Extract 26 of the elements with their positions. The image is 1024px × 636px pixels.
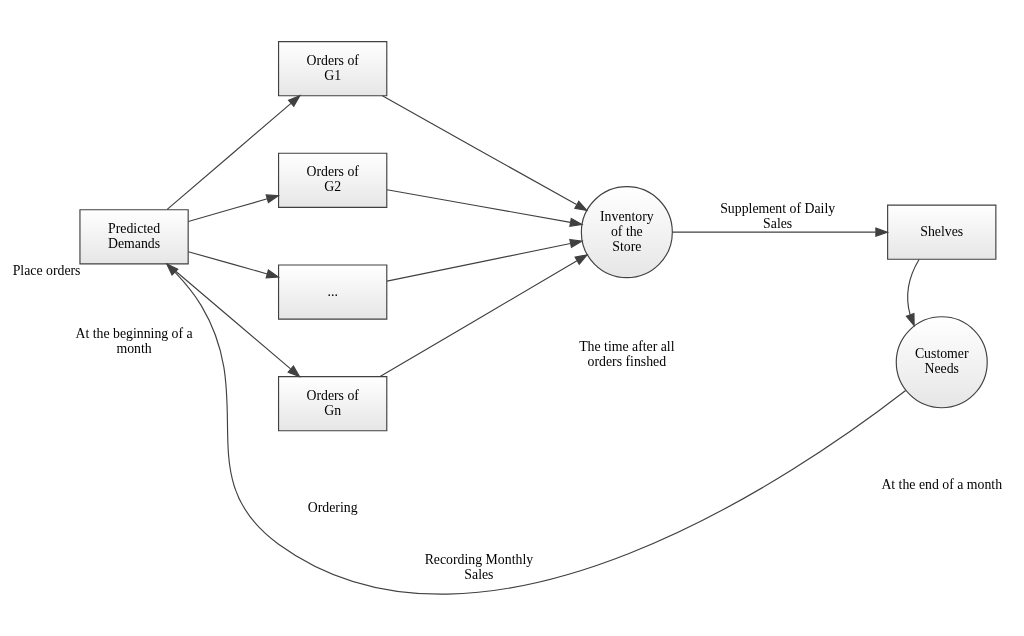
label: Ordering (307, 500, 358, 516)
arrow (381, 95, 589, 212)
arrow (166, 94, 302, 210)
node-box: Orders of G2 (278, 152, 388, 208)
arrow (379, 253, 589, 378)
label: At the end of a month (881, 477, 1003, 493)
arrow (386, 189, 584, 228)
node-box: Orders of G1 (278, 41, 388, 97)
node-label: Place orders (12, 262, 81, 278)
arrow (386, 238, 584, 282)
edge-label: Recording Monthly Sales (424, 552, 534, 583)
arrow (166, 263, 301, 378)
edge-label: Supplement of Daily Sales (720, 201, 836, 232)
arrow (165, 262, 907, 595)
arrow (905, 258, 920, 328)
node-circle: Inventory of the Store (580, 186, 673, 279)
arrow (187, 251, 281, 279)
node-box: Predicted Demands (79, 209, 189, 265)
label: At the beginning of a month (75, 325, 193, 356)
node-box: Orders of Gn (278, 376, 388, 432)
node-circle: Customer Needs (895, 316, 988, 409)
arrow (187, 194, 281, 223)
node-box: ... (278, 264, 388, 320)
label: The time after all orders finshed (579, 339, 675, 370)
arrow (671, 227, 890, 237)
node-box: Shelves (887, 204, 997, 260)
